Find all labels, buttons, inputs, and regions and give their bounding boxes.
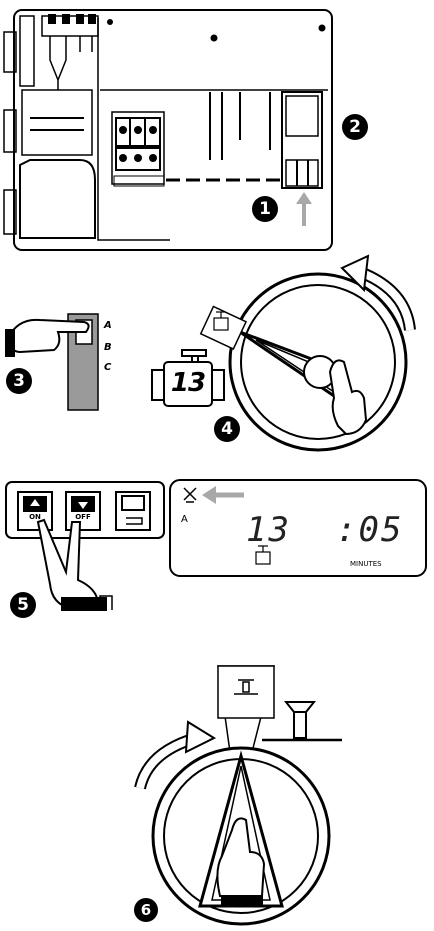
- button-panel: [6, 482, 164, 538]
- gray-up-arrow-icon: [296, 192, 312, 226]
- callout-6: 6: [134, 898, 158, 922]
- off-button-label: OFF: [68, 513, 98, 521]
- lcd-time-readout: :05: [336, 510, 403, 550]
- on-button-label: ON: [20, 513, 50, 521]
- dial-knob: [230, 274, 406, 450]
- callout-1: 1: [252, 196, 278, 222]
- controller-housing: [4, 10, 332, 250]
- lcd-unit-label: MINUTES: [350, 560, 382, 568]
- station-number-label: 13: [168, 368, 208, 398]
- callout-4: 4: [214, 416, 240, 442]
- lcd-station-readout: 13: [246, 510, 291, 550]
- switch-position-c: C: [104, 362, 111, 373]
- callout-5: 5: [10, 592, 36, 618]
- callout-2: 2: [342, 114, 368, 140]
- v-fingers-hand-icon: [38, 520, 106, 610]
- switch-position-b: B: [104, 342, 112, 353]
- callout-3: 3: [6, 368, 32, 394]
- lcd-program-letter: A: [181, 514, 188, 525]
- switch-position-a: A: [104, 320, 112, 331]
